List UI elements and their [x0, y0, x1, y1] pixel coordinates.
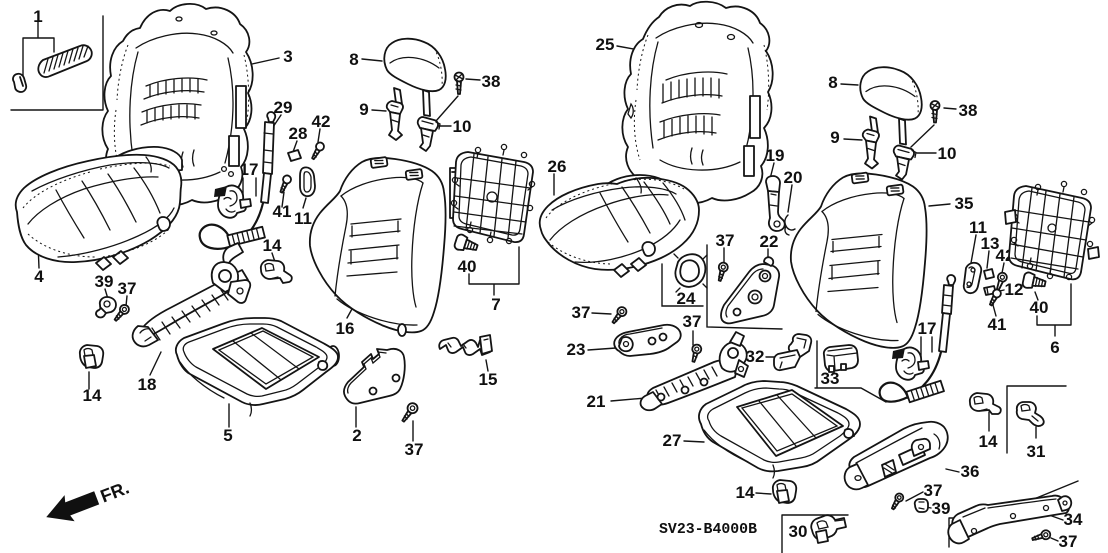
svg-text:20: 20	[784, 168, 803, 187]
svg-text:SV23-B4000B: SV23-B4000B	[659, 521, 757, 538]
svg-text:10: 10	[453, 117, 472, 136]
svg-text:37: 37	[572, 303, 591, 322]
svg-text:13: 13	[981, 234, 1000, 253]
svg-text:8: 8	[349, 50, 358, 69]
svg-text:16: 16	[336, 319, 355, 338]
svg-text:14: 14	[736, 483, 755, 502]
svg-text:3: 3	[283, 47, 292, 66]
svg-text:11: 11	[969, 218, 987, 237]
svg-text:14: 14	[979, 432, 998, 451]
svg-text:36: 36	[961, 462, 980, 481]
svg-text:2: 2	[352, 426, 361, 445]
svg-text:9: 9	[359, 100, 368, 119]
svg-text:37: 37	[405, 440, 424, 459]
svg-text:8: 8	[828, 73, 837, 92]
svg-text:38: 38	[482, 72, 501, 91]
svg-text:24: 24	[677, 289, 696, 308]
svg-text:35: 35	[955, 194, 974, 213]
svg-text:10: 10	[938, 144, 957, 163]
svg-text:40: 40	[1030, 298, 1049, 317]
svg-text:28: 28	[289, 124, 308, 143]
svg-text:26: 26	[548, 157, 567, 176]
svg-text:23: 23	[567, 340, 586, 359]
svg-text:25: 25	[596, 35, 615, 54]
svg-text:41: 41	[273, 202, 292, 221]
svg-text:17: 17	[918, 319, 937, 338]
svg-text:37: 37	[716, 231, 735, 250]
svg-text:22: 22	[760, 232, 779, 251]
svg-text:7: 7	[491, 295, 500, 314]
svg-text:11: 11	[294, 209, 312, 228]
svg-text:31: 31	[1027, 442, 1046, 461]
svg-text:37: 37	[924, 481, 943, 500]
svg-text:34: 34	[1064, 510, 1083, 529]
svg-text:15: 15	[479, 370, 498, 389]
svg-text:5: 5	[223, 426, 232, 445]
svg-text:12: 12	[1005, 280, 1024, 299]
svg-text:37: 37	[683, 312, 702, 331]
svg-text:39: 39	[95, 272, 114, 291]
svg-text:39: 39	[932, 499, 951, 518]
svg-text:6: 6	[1050, 338, 1059, 357]
svg-text:37: 37	[118, 279, 137, 298]
svg-text:42: 42	[312, 112, 331, 131]
svg-text:14: 14	[83, 386, 102, 405]
svg-text:41: 41	[988, 315, 1007, 334]
svg-text:40: 40	[458, 257, 477, 276]
svg-text:38: 38	[959, 101, 978, 120]
svg-text:37: 37	[1059, 532, 1078, 551]
svg-text:32: 32	[746, 347, 765, 366]
svg-text:4: 4	[34, 267, 44, 286]
svg-text:18: 18	[138, 375, 157, 394]
svg-text:1: 1	[33, 7, 42, 26]
svg-text:19: 19	[766, 146, 785, 165]
svg-text:14: 14	[263, 236, 282, 255]
svg-text:17: 17	[240, 160, 259, 179]
svg-text:9: 9	[830, 128, 839, 147]
svg-text:33: 33	[821, 369, 840, 388]
svg-text:27: 27	[663, 431, 682, 450]
svg-text:29: 29	[274, 98, 293, 117]
svg-text:21: 21	[587, 392, 606, 411]
svg-text:30: 30	[789, 522, 808, 541]
